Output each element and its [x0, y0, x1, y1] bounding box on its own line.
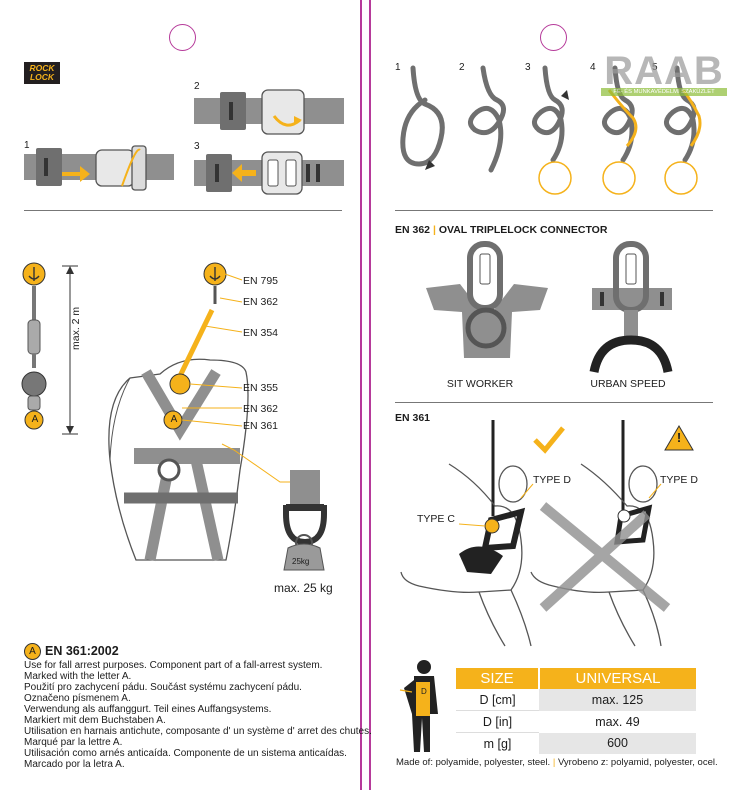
knot-step-4: 4	[590, 62, 596, 73]
type-d-left-label: TYPE D	[533, 474, 571, 486]
connector-title-sep: |	[432, 224, 436, 236]
energy-absorber	[169, 373, 191, 395]
standard-text: Use for fall arrest purposes. Component …	[24, 660, 372, 770]
standard-line: Marqué par la lettre A.	[24, 737, 123, 748]
knot-step-2: 2	[459, 62, 465, 73]
connector-illustrations	[426, 241, 673, 374]
figure-right	[530, 463, 655, 594]
raab-brand: RAAB	[604, 49, 724, 93]
rock-lock-brand: ROCK LOCK	[29, 63, 55, 82]
divider-right-top	[395, 210, 713, 211]
fold-line-left	[360, 0, 362, 790]
standard-line: Marcado por la letra A.	[24, 759, 125, 770]
buckle-loop	[121, 148, 141, 187]
divider-left-top	[24, 210, 342, 211]
knot-step-3: 3	[525, 62, 531, 73]
strap-end	[36, 148, 62, 186]
harness-straps	[141, 369, 221, 441]
materials-en: Made of: polyamide, polyester, steel.	[396, 757, 551, 768]
size-label: SIZE	[456, 668, 539, 689]
anchor-letter-harness: A	[170, 414, 178, 425]
standard-badge: A	[24, 643, 41, 660]
table-row: m [g] 600	[456, 732, 696, 754]
warning-glyph: !	[676, 430, 682, 445]
fold-line-right	[369, 0, 371, 790]
weight-label: max. 25 kg	[274, 581, 333, 595]
anchor-letter-small: A	[31, 414, 39, 425]
standard-line: Použití pro zachycení pádu. Součást syst…	[24, 682, 302, 693]
weight-tag: 25kg	[292, 557, 310, 566]
row-value: max. 125	[539, 689, 696, 711]
strap-detail	[290, 470, 320, 504]
connector-title-text: OVAL TRIPLELOCK CONNECTOR	[438, 224, 608, 236]
knot-illustrations	[400, 65, 702, 195]
standard-line: Use for fall arrest purposes. Component …	[24, 660, 323, 671]
en-label-362-bottom: EN 362	[243, 403, 279, 415]
knot-step-5: 5	[652, 62, 658, 73]
en361-title: EN 361	[395, 412, 431, 424]
divider-right-mid	[395, 402, 713, 403]
en-label-355: EN 355	[243, 382, 279, 394]
standard-line: Utilisation en harnais antichute, compos…	[24, 726, 372, 737]
standard-line: Verwendung als auffanggurt. Teil eines A…	[24, 704, 272, 715]
warning-icon	[664, 425, 694, 451]
sit-worker-caption: SIT WORKER	[446, 378, 514, 390]
row-label: m [g]	[456, 732, 539, 754]
rope	[400, 65, 445, 167]
size-figure-letter: D	[421, 687, 427, 696]
length-label: max. 2 m	[70, 306, 82, 350]
materials-line: Made of: polyamide, polyester, steel. | …	[396, 757, 718, 768]
rock-lock-logo: ROCK LOCK	[24, 62, 60, 84]
size-table: SIZE UNIVERSAL D [cm] max. 125 D [in] ma…	[456, 668, 696, 754]
size-figure	[399, 660, 438, 752]
d-ring	[283, 505, 327, 546]
size-value: UNIVERSAL	[538, 668, 696, 689]
buckle-illustrations	[24, 89, 344, 195]
loop-circle	[538, 161, 572, 195]
raab-watermark: RAAB FÉ- ÉS MUNKAVÉDELMI SZAKÜZLET	[601, 50, 727, 110]
letter-a-badge-small	[24, 410, 44, 430]
buckle-step-3: 3	[194, 141, 200, 152]
cross-mark	[539, 502, 671, 612]
check-icon	[533, 426, 565, 454]
en-label-361: EN 361	[243, 420, 279, 432]
punch-circle-left	[169, 24, 196, 51]
materials-cz: Vyrobeno z: polyamid, polyester, ocel.	[557, 757, 718, 768]
size-header-row: SIZE UNIVERSAL	[456, 668, 696, 689]
letter-a-badge-d	[617, 509, 631, 523]
raab-subtitle: FÉ- ÉS MUNKAVÉDELMI SZAKÜZLET	[601, 88, 727, 96]
table-row: D [cm] max. 125	[456, 689, 696, 711]
letter-a-badge-c	[484, 518, 500, 534]
row-value: 600	[539, 732, 696, 754]
en-label-354: EN 354	[243, 327, 279, 339]
connector-title-code: EN 362	[395, 224, 431, 236]
connector-title: EN 362 | OVAL TRIPLELOCK CONNECTOR	[395, 224, 607, 236]
buckle-step-1: 1	[24, 140, 30, 151]
knot-step-1: 1	[395, 62, 401, 73]
standard-line: Utilisación como arnés anticaída. Compon…	[24, 748, 347, 759]
en-label-795: EN 795	[243, 275, 279, 287]
materials-sep: |	[552, 757, 556, 768]
row-label: D [cm]	[456, 689, 539, 711]
figure-left	[400, 463, 523, 594]
buckle-step-2: 2	[194, 81, 200, 92]
weight	[283, 543, 325, 571]
standard-title: EN 361:2002	[45, 644, 119, 658]
standard-line: Markiert mit dem Buchstaben A.	[24, 715, 166, 726]
standard-badge-letter: A	[29, 646, 36, 657]
row-value: max. 49	[539, 710, 696, 733]
en-label-362-top: EN 362	[243, 296, 279, 308]
direction-arrow	[62, 166, 90, 182]
punch-circle-right	[540, 24, 567, 51]
standard-line: Označeno písmenem A.	[24, 693, 131, 704]
urban-speed-caption: URBAN SPEED	[590, 378, 666, 390]
type-d-right-label: TYPE D	[660, 474, 698, 486]
en361-illustrations	[400, 420, 694, 647]
lanyard	[177, 308, 215, 378]
table-row: D [in] max. 49	[456, 710, 696, 733]
type-c-label: TYPE C	[417, 513, 455, 525]
row-label: D [in]	[456, 710, 539, 733]
fall-arrest-diagram	[21, 262, 327, 571]
standard-line: Marked with the letter A.	[24, 671, 132, 682]
